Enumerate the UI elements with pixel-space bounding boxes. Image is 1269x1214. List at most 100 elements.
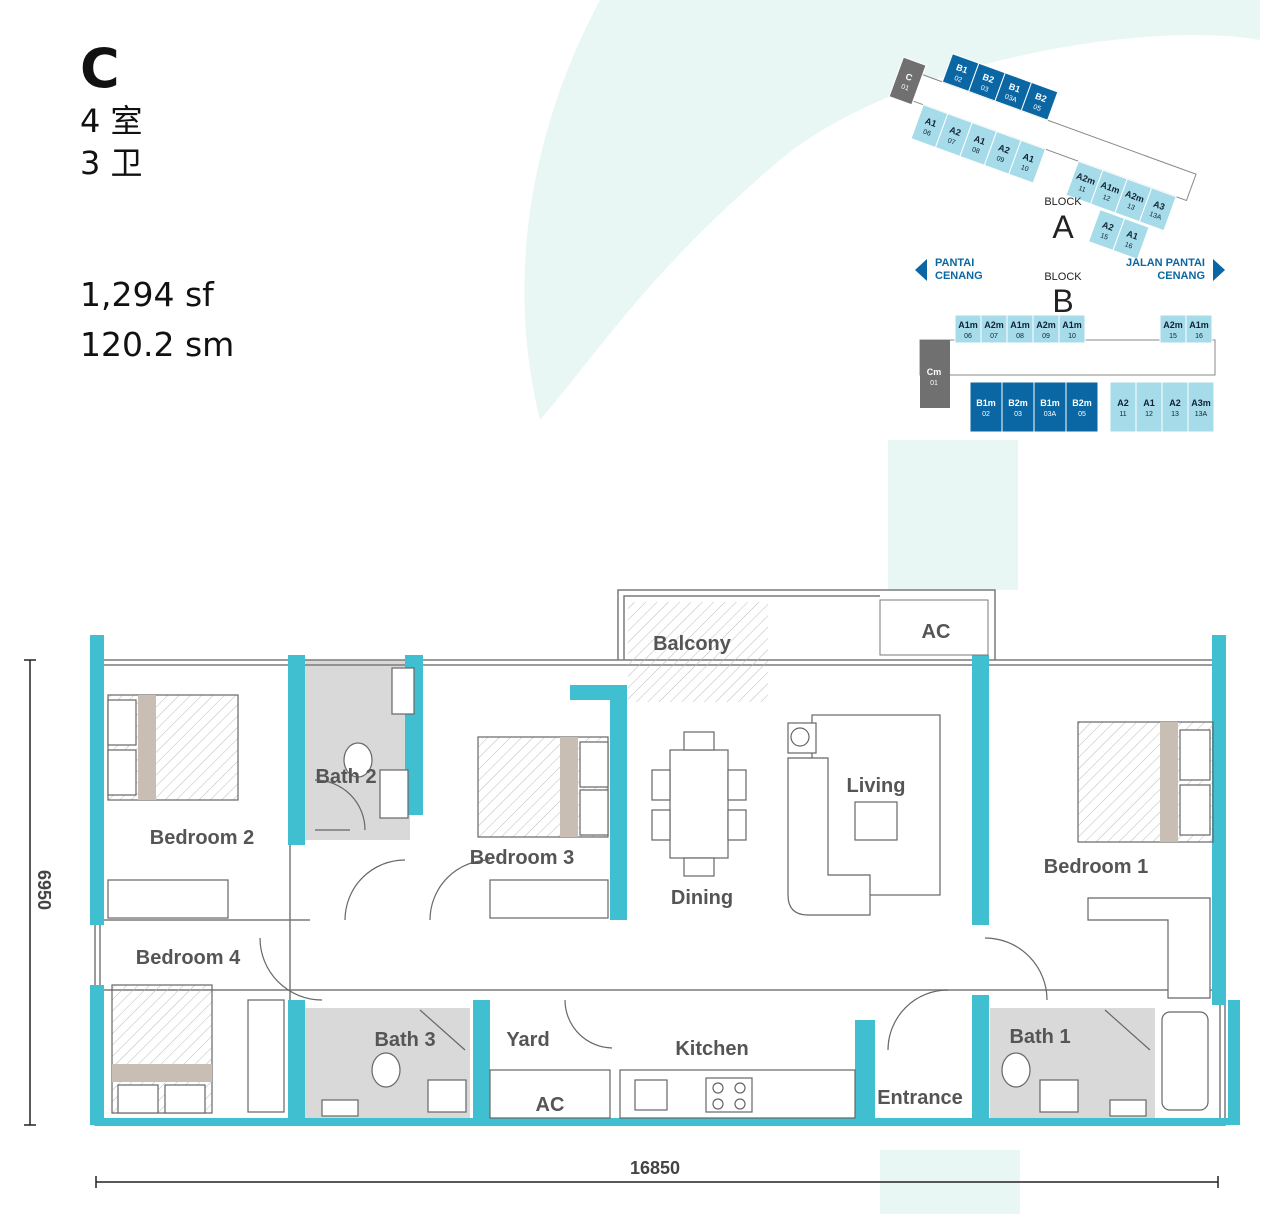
keyplan-unit-number: 06 bbox=[922, 129, 932, 138]
leaf-shape-decoration bbox=[524, 0, 1260, 420]
keyplan-unit-type: B1m bbox=[1040, 398, 1060, 408]
keyplan-unit-tile bbox=[1187, 381, 1215, 433]
unit-type-title: C bbox=[80, 37, 120, 100]
keyplan-unit-type: A1m bbox=[1062, 320, 1082, 330]
width-dimension: 16850 bbox=[95, 1158, 1219, 1188]
keyplan-unit-tile bbox=[954, 314, 982, 344]
living-sofa bbox=[787, 714, 941, 916]
room-label-bedroom3: Bedroom 3 bbox=[470, 847, 574, 869]
keyplan-unit-number: 08 bbox=[1016, 333, 1024, 340]
left-direction-line2: CENANG bbox=[935, 270, 983, 282]
keyplan-unit-tile bbox=[1020, 81, 1059, 121]
bedroom4-furniture bbox=[111, 984, 285, 1114]
keyplan-unit-type: A1m bbox=[958, 320, 978, 330]
bath2-shower bbox=[391, 667, 415, 715]
room-label-entrance: Entrance bbox=[877, 1087, 963, 1109]
room-label-bedroom2: Bedroom 2 bbox=[150, 827, 254, 849]
keyplan-unit-number: 02 bbox=[953, 75, 963, 84]
right-arrow-icon bbox=[1213, 259, 1225, 281]
keyplan-unit-tile bbox=[1065, 381, 1099, 433]
keyplan-unit-tile bbox=[1112, 217, 1150, 260]
keyplan-unit-type: A1 bbox=[1125, 228, 1139, 241]
keyplan-unit-number: 13A bbox=[1148, 211, 1162, 222]
bath1-tub bbox=[1161, 1011, 1209, 1111]
keyplan-unit-tile bbox=[1161, 381, 1189, 433]
keyplan-unit-type: A1m bbox=[1010, 320, 1030, 330]
keyplan-unit-type: A1 bbox=[1143, 398, 1155, 408]
keyplan-unit-type: A2m bbox=[984, 320, 1004, 330]
keyplan-unit-number: 10 bbox=[1020, 164, 1030, 173]
keyplan-unit-type: B2 bbox=[981, 72, 995, 85]
room-label-bath1: Bath 1 bbox=[1009, 1026, 1070, 1048]
keyplan-unit-number: 15 bbox=[1099, 232, 1109, 241]
keyplan-unit-type: A2 bbox=[1169, 398, 1181, 408]
room-label-dining: Dining bbox=[671, 887, 733, 909]
keyplan-unit-number: 16 bbox=[1124, 241, 1134, 250]
keyplan-unit-number: 09 bbox=[1042, 333, 1050, 340]
keyplan-unit-type: A2 bbox=[1101, 220, 1115, 233]
keyplan-unit-number: 11 bbox=[1077, 185, 1086, 194]
left-arrow-icon bbox=[915, 259, 927, 281]
keyplan-unit-tile bbox=[1006, 314, 1034, 344]
block-b-letter: B bbox=[1052, 283, 1073, 319]
room-label-living: Living bbox=[847, 775, 906, 797]
block-b-label: BLOCK bbox=[1044, 271, 1082, 283]
height-dimension-label: 6950 bbox=[34, 870, 54, 910]
keyplan-unit-number: 12 bbox=[1101, 194, 1111, 203]
keyplan-unit-number: 05 bbox=[1078, 411, 1086, 418]
stem-decoration bbox=[888, 440, 1018, 590]
bath3-shower bbox=[321, 1099, 359, 1117]
keyplan-unit-tile bbox=[1008, 139, 1047, 184]
keyplan-unit-number: 03 bbox=[979, 85, 989, 94]
keyplan-unit-tile bbox=[1138, 187, 1177, 232]
keyplan-unit-number: 02 bbox=[982, 411, 990, 418]
keyplan-unit-number: 15 bbox=[1169, 333, 1177, 340]
keyplan-unit-type: B1m bbox=[976, 398, 996, 408]
floor-plan: 6950 16850 bbox=[24, 589, 1240, 1188]
block-b-core bbox=[920, 340, 950, 408]
room-label-yard: Yard bbox=[506, 1029, 549, 1051]
right-direction-line1: JALAN PANTAI bbox=[1126, 257, 1205, 269]
keyplan-unit-tile bbox=[1185, 314, 1213, 344]
bath1-basin bbox=[1039, 1079, 1079, 1113]
keyplan-unit-type: B1 bbox=[955, 62, 969, 75]
left-direction-line1: PANTAI bbox=[935, 257, 974, 269]
keyplan-unit-number: 13 bbox=[1171, 411, 1179, 418]
keyplan-unit-tile bbox=[888, 56, 927, 106]
keyplan-unit-tile bbox=[969, 381, 1003, 433]
kitchen-counter bbox=[489, 1069, 856, 1119]
dining-table bbox=[651, 731, 747, 877]
keyplan-unit-type: A2m bbox=[1036, 320, 1056, 330]
bath-fixtures bbox=[321, 667, 1209, 1117]
bedroom2-furniture bbox=[107, 694, 239, 919]
keyplan-unit-number: 07 bbox=[946, 137, 956, 146]
keyplan-unit-tile bbox=[1001, 381, 1035, 433]
keyplan-unit-type: A2 bbox=[948, 125, 962, 138]
unit-area: 1,294 sf 120.2 sm bbox=[80, 270, 234, 370]
keyplan-unit-number: 03 bbox=[1014, 411, 1022, 418]
keyplan-unit-type: A2m bbox=[1163, 320, 1183, 330]
keyplan-unit-type: A1 bbox=[924, 116, 938, 129]
